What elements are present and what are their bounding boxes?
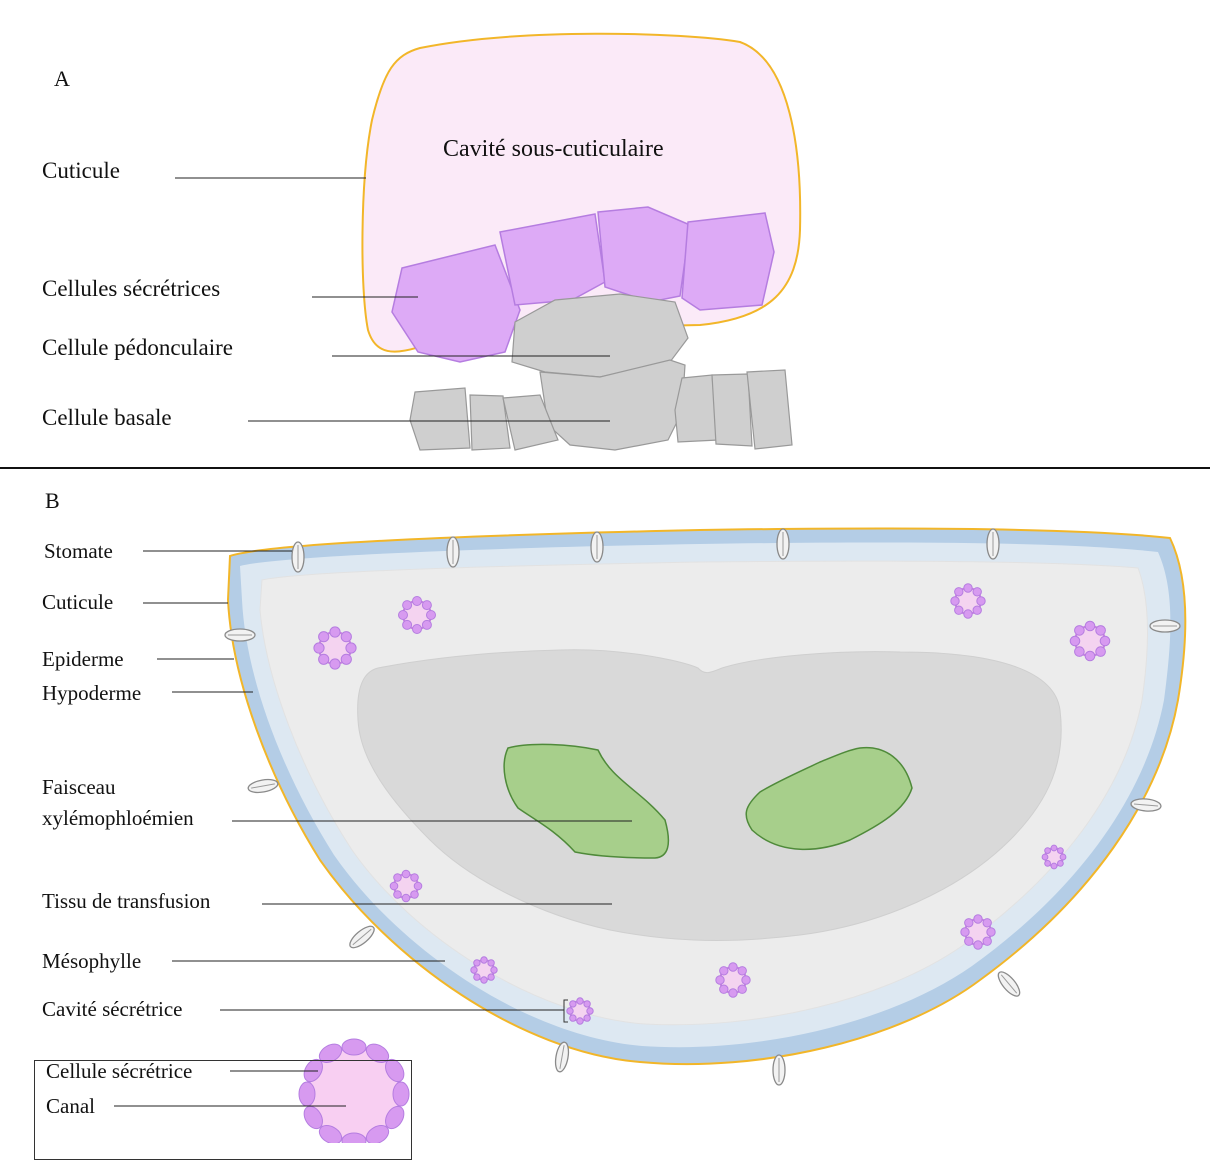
stoma — [1150, 620, 1180, 632]
panel-letter-a: A — [54, 66, 70, 92]
panel-b-drawing — [114, 529, 1185, 1143]
secretory-cavity — [471, 957, 497, 983]
label-mesophylle: Mésophylle — [42, 948, 141, 974]
label-hypoderme: Hypoderme — [42, 680, 141, 706]
stoma — [225, 629, 255, 641]
epidermal-cell — [712, 374, 752, 446]
secretory-cavity — [1042, 845, 1066, 869]
stoma — [995, 969, 1023, 1000]
stoma — [347, 923, 378, 951]
label-cavite-secretrice: Cavité sécrétrice — [42, 996, 183, 1022]
secretory-cavity — [399, 597, 436, 634]
secretory-cavity — [567, 998, 593, 1024]
secretory-cavity — [951, 584, 985, 618]
cavity-label: Cavité sous-cuticulaire — [443, 136, 664, 162]
label-stalk-cell: Cellule pédonculaire — [42, 335, 233, 361]
epidermal-cell — [747, 370, 792, 449]
label-epiderme: Epiderme — [42, 646, 124, 672]
label-cuticule-b: Cuticule — [42, 589, 113, 615]
label-faisceau-line2: xylémophloémien — [42, 805, 194, 831]
stoma — [447, 537, 459, 567]
label-basal-cell: Cellule basale — [42, 405, 172, 431]
label-faisceau-line1: Faisceau — [42, 774, 115, 800]
panel-a-drawing — [175, 34, 800, 450]
epidermal-cell — [410, 388, 470, 450]
stoma — [292, 542, 304, 572]
label-inset-cellule: Cellule sécrétrice — [46, 1058, 192, 1084]
epidermal-cell — [675, 375, 718, 442]
secretory-cavity — [1070, 621, 1110, 661]
secretory-cell — [682, 213, 774, 310]
secretory-cavity — [961, 915, 995, 949]
stoma — [773, 1055, 785, 1085]
stoma — [777, 529, 789, 559]
secretory-cavity — [716, 963, 750, 997]
secretory-cavity — [390, 870, 422, 902]
label-cuticule-a: Cuticule — [42, 158, 120, 184]
label-stomate: Stomate — [44, 538, 113, 564]
inset-secretory-cell — [342, 1039, 366, 1055]
label-inset-canal: Canal — [46, 1093, 95, 1119]
basal-cell — [540, 360, 685, 450]
stoma — [987, 529, 999, 559]
stoma — [553, 1041, 570, 1073]
stoma — [247, 777, 279, 794]
stoma — [591, 532, 603, 562]
label-secretory-cells: Cellules sécrétrices — [42, 276, 220, 302]
secretory-cavity — [314, 627, 356, 669]
label-tissu-transfusion: Tissu de transfusion — [42, 888, 210, 914]
secretory-cell — [598, 207, 690, 302]
panel-letter-b: B — [45, 488, 60, 514]
